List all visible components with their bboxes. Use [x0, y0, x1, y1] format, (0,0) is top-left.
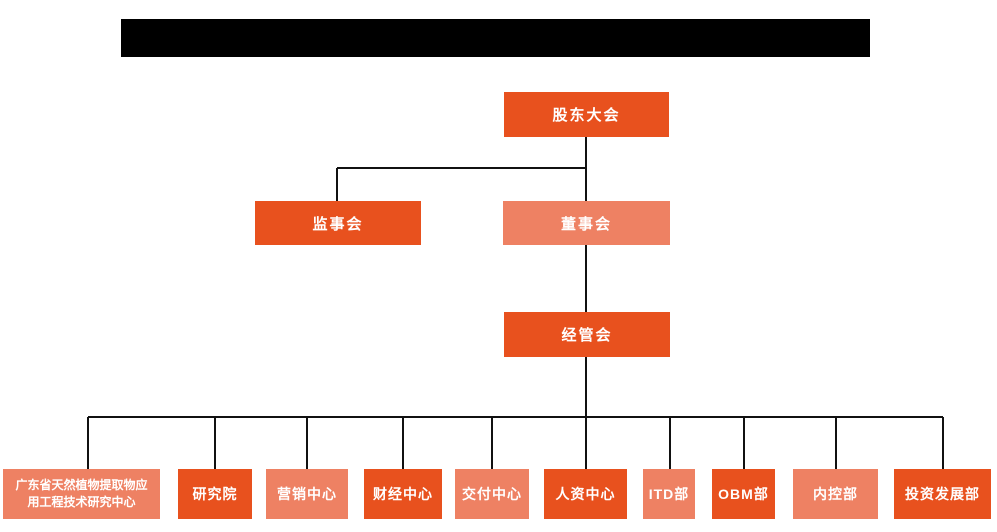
org-node-investment-development-department: 投资发展部 — [894, 469, 991, 519]
org-node-supervisory-board: 监事会 — [255, 201, 421, 245]
org-node-shareholders-meeting: 股东大会 — [504, 92, 669, 137]
org-node-hr-center: 人资中心 — [544, 469, 627, 519]
org-node-research-center: 广东省天然植物提取物应用工程技术研究中心 — [3, 469, 160, 519]
org-node-research-institute: 研究院 — [178, 469, 252, 519]
org-node-board-of-directors: 董事会 — [503, 201, 670, 245]
redacted-title-bar — [121, 19, 870, 57]
org-node-delivery-center: 交付中心 — [455, 469, 529, 519]
org-node-marketing-center: 营销中心 — [266, 469, 348, 519]
org-node-itd-department: ITD部 — [643, 469, 695, 519]
org-node-internal-control-department: 内控部 — [793, 469, 878, 519]
org-node-management-committee: 经管会 — [504, 312, 670, 357]
org-node-obm-department: OBM部 — [712, 469, 775, 519]
org-node-finance-center: 财经中心 — [364, 469, 442, 519]
